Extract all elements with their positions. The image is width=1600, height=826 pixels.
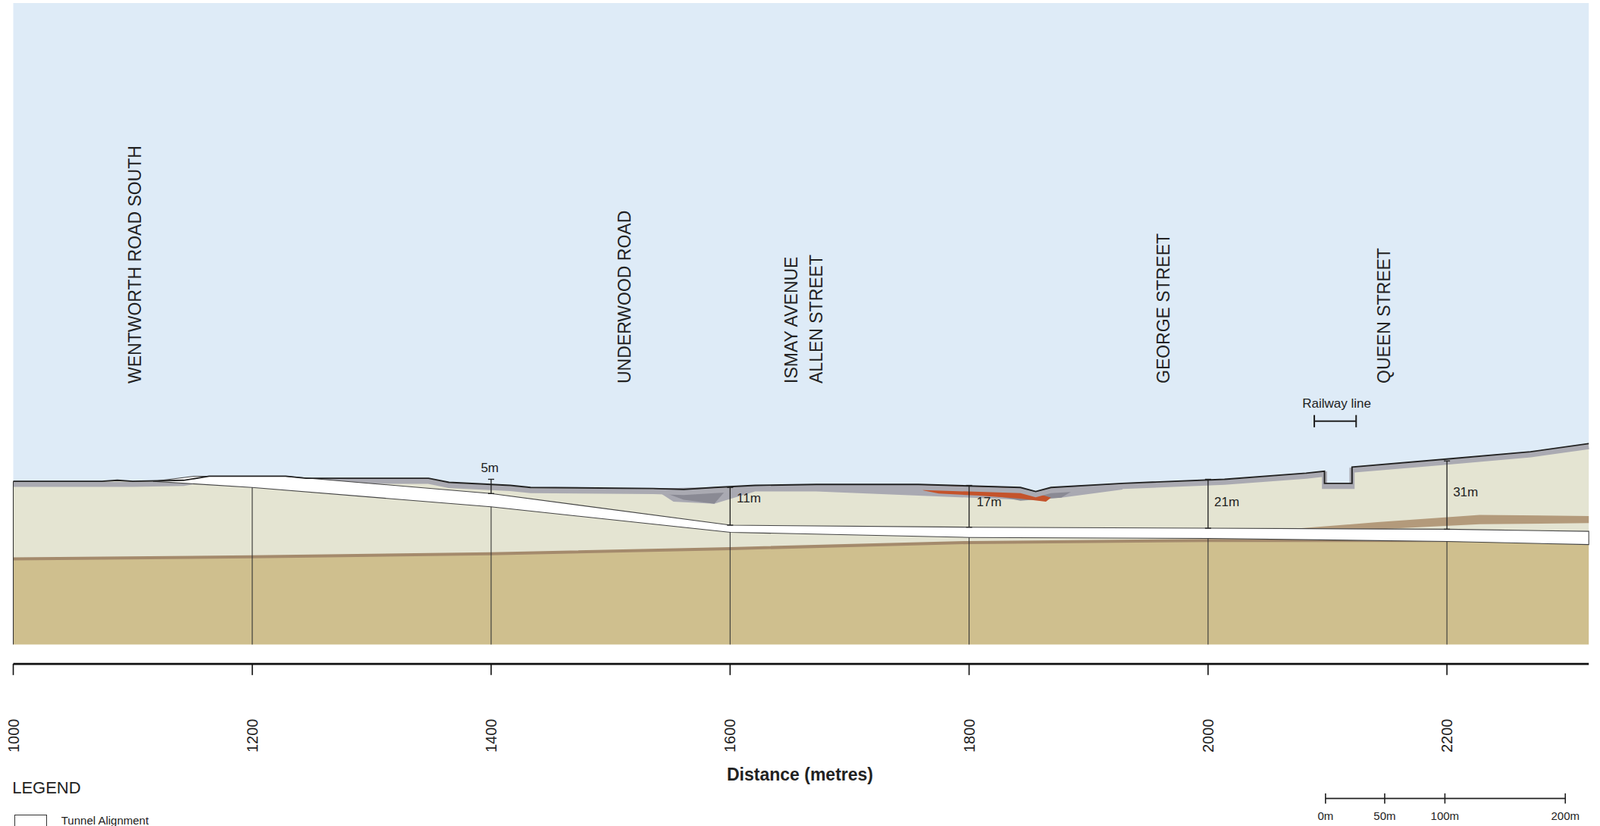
tunnel-alignment (153, 475, 1589, 545)
depth-dimension: 17m (976, 495, 1002, 511)
axis-tick-label: 1000 (5, 719, 22, 754)
axis-tick-label: 1800 (961, 719, 978, 754)
scale-label: 200m (1550, 809, 1580, 823)
depth-dimension: 5m (480, 460, 499, 476)
axis-tick-label: 1400 (482, 719, 500, 754)
layer-boundary (13, 540, 1590, 559)
sandstone-layer (13, 443, 1590, 559)
chainage-lines (13, 481, 1448, 645)
street-name: ALLEN STREET (807, 254, 827, 384)
legend-swatch (14, 814, 47, 826)
street-name: WENTWORTH ROAD SOUTH (125, 145, 145, 384)
axis-tick-label: 2000 (1199, 719, 1217, 754)
ground-surface (13, 443, 1590, 492)
legend-text: Tunnel Alignment (61, 814, 149, 826)
distance-axis (13, 663, 1590, 676)
railway-bracket (1314, 415, 1356, 428)
axis-tick-label: 1600 (721, 719, 739, 754)
street-name: ISMAY AVENUE (782, 256, 802, 384)
legend-heading: LEGEND (12, 779, 81, 798)
scale-label: 50m (1373, 809, 1396, 823)
axis-tick-label: 2200 (1438, 719, 1456, 754)
street-name: QUEEN STREET (1374, 247, 1394, 384)
depth-markers (488, 460, 1450, 530)
depth-dimension: 21m (1214, 495, 1240, 511)
axis-title: Distance (metres) (726, 765, 874, 785)
scale-label: 0m (1317, 809, 1334, 823)
street-name: UNDERWOOD ROAD (616, 210, 636, 384)
lower-layer (13, 540, 1590, 645)
sky (13, 3, 1590, 492)
axis-tick-label: 1200 (244, 719, 261, 754)
street-name: GEORGE STREET (1154, 233, 1174, 384)
railway-label: Railway line (1302, 397, 1372, 412)
scale-label: 100m (1430, 809, 1460, 823)
depth-dimension: 11m (736, 491, 761, 507)
scale-bar (1325, 793, 1566, 804)
depth-dimension: 31m (1452, 485, 1478, 501)
